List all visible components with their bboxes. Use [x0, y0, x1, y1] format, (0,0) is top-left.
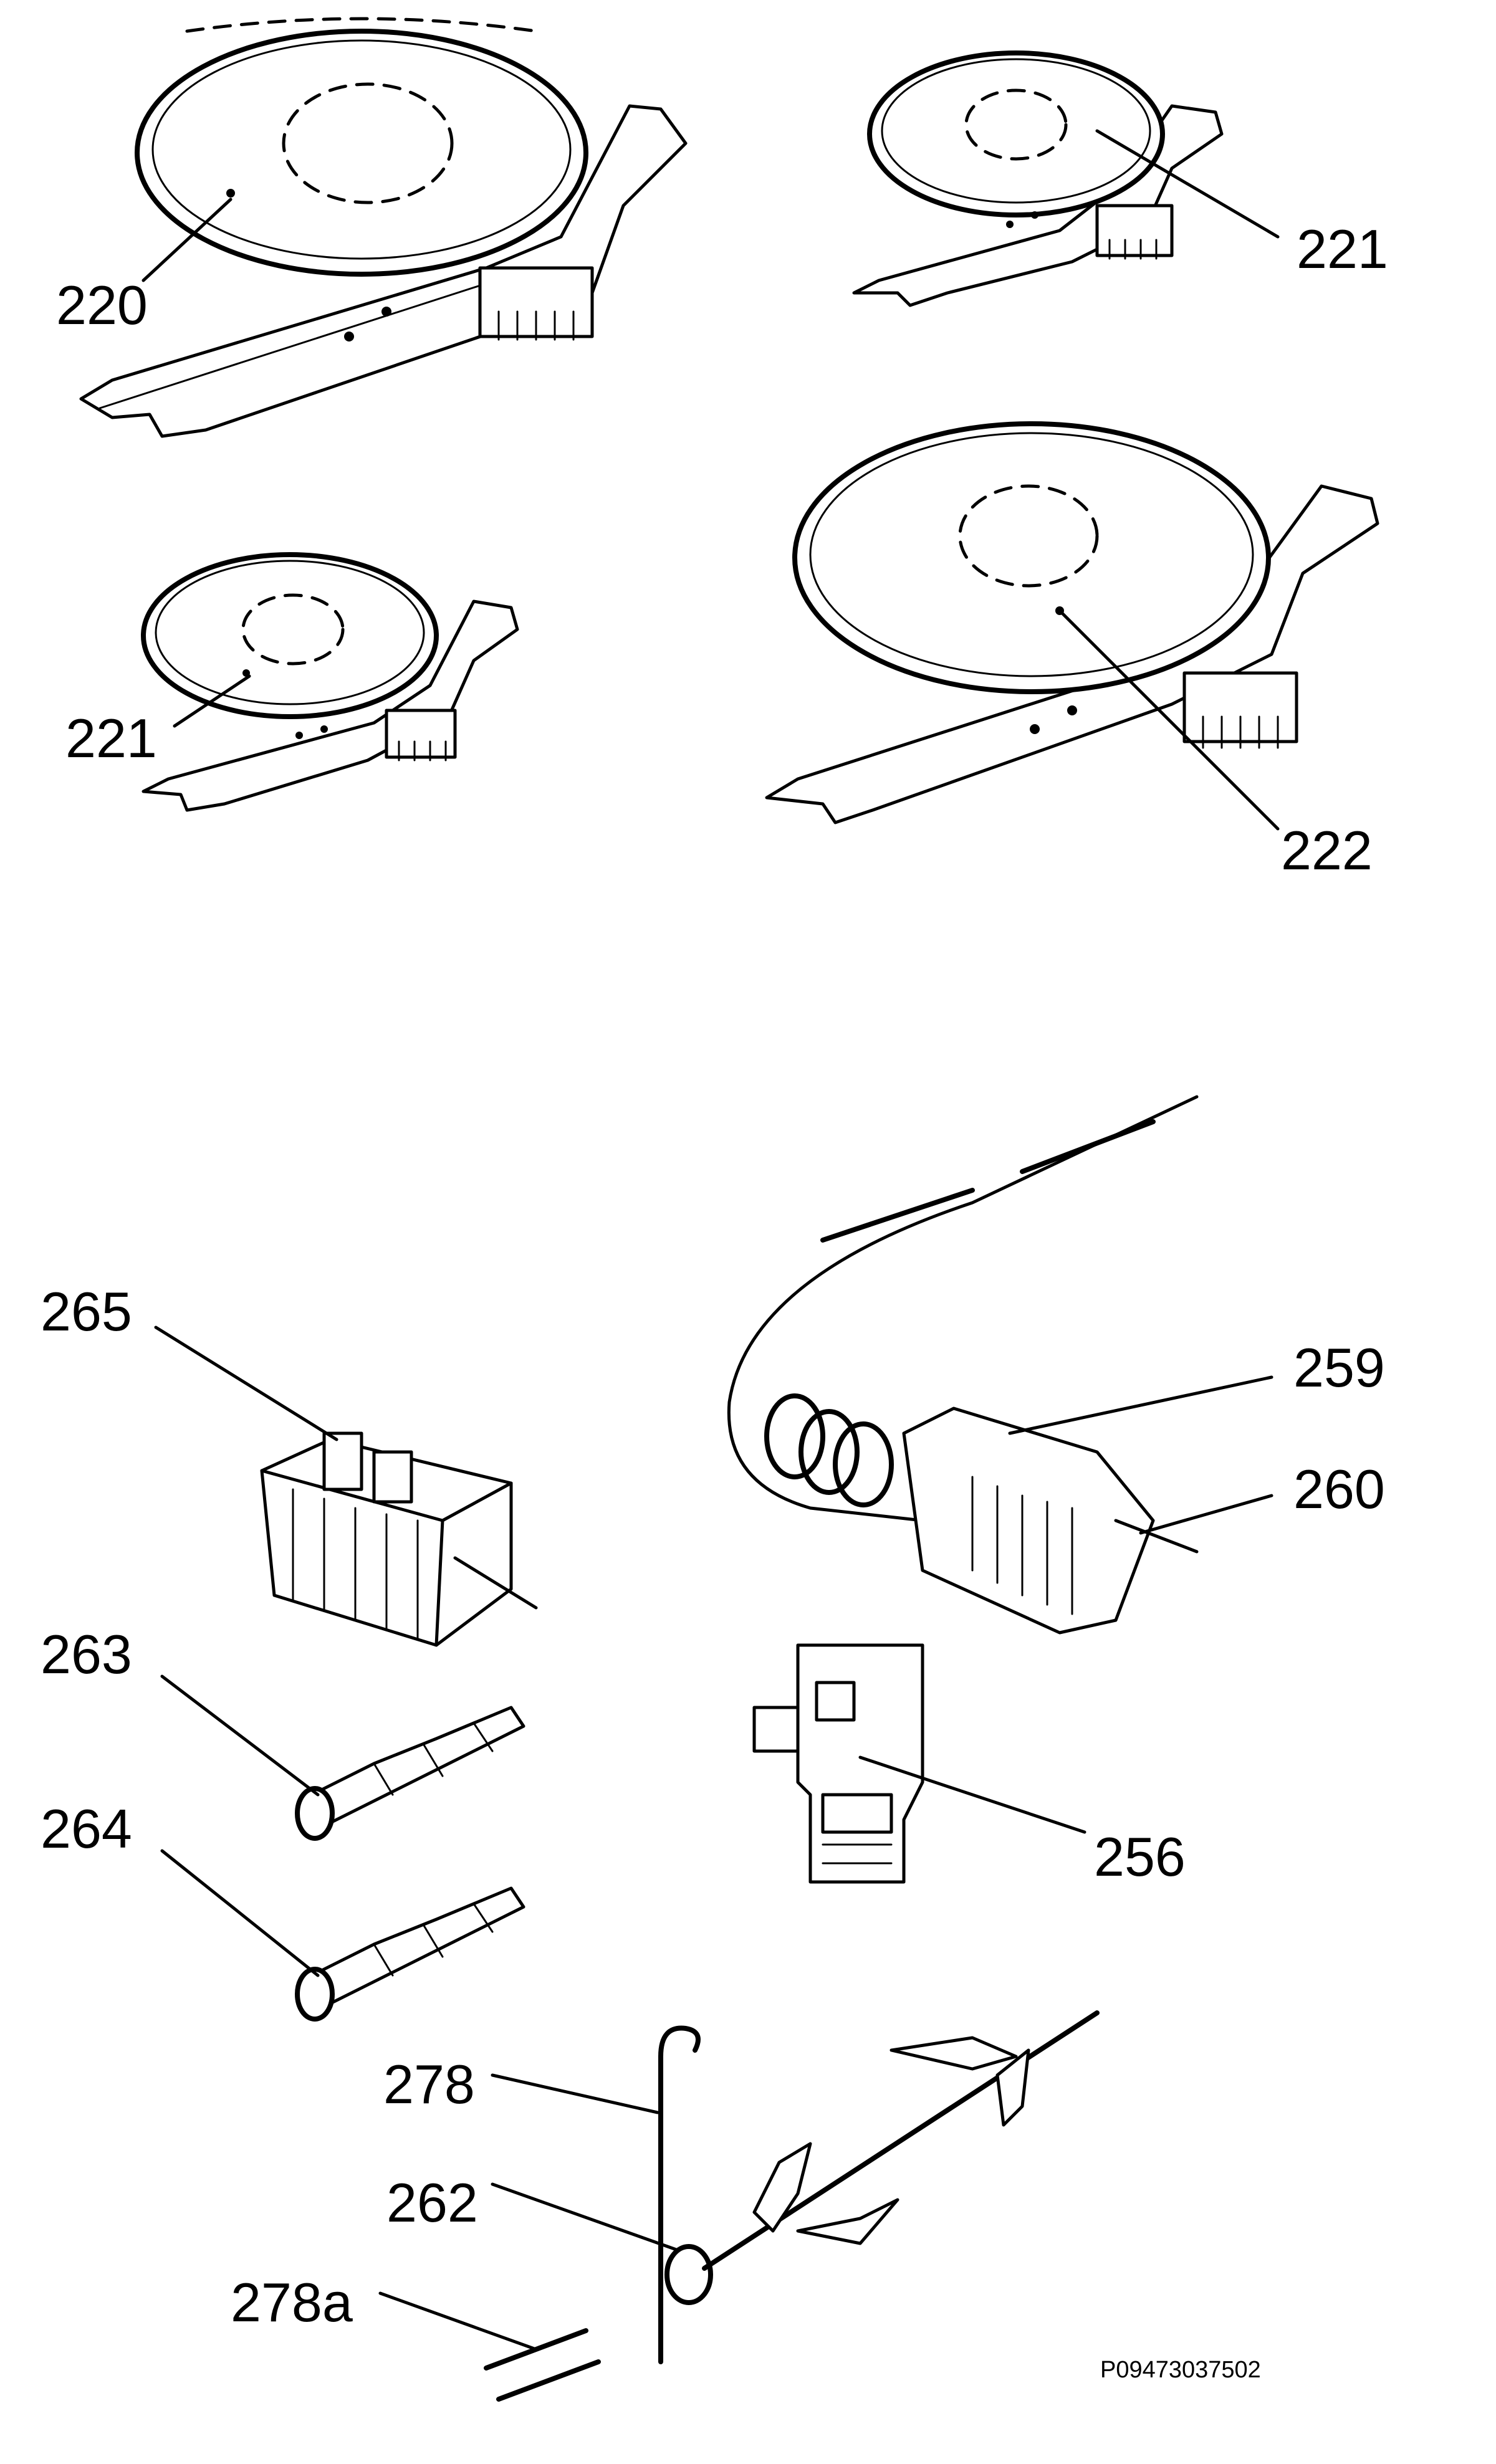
callout-278a: 278a [231, 2271, 353, 2333]
lamp-holder-264 [295, 1886, 525, 2022]
hotplate-221-bottom [141, 552, 519, 812]
hotplate-222 [765, 421, 1379, 824]
hotplate-220 [79, 17, 688, 438]
callout-265: 265 [41, 1281, 132, 1342]
callout-260: 260 [1293, 1458, 1385, 1520]
callout-256: 256 [1094, 1826, 1186, 1888]
drawing-code: P09473037502 [1100, 2357, 1261, 2383]
lamp-holder-263 [295, 1706, 525, 1841]
callout-222: 222 [1281, 819, 1373, 881]
thermostat-259-260 [727, 1095, 1199, 1635]
callout-262: 262 [386, 2172, 478, 2233]
callout-264: 264 [41, 1798, 132, 1860]
callout-221-bottom: 221 [65, 707, 157, 769]
hotplate-221-top [852, 50, 1224, 307]
callout-259: 259 [1293, 1337, 1385, 1398]
callout-221-top: 221 [1297, 218, 1388, 280]
leader-lines [141, 129, 1280, 2351]
callout-278: 278 [383, 2053, 475, 2115]
callout-263: 263 [41, 1623, 132, 1685]
rotisserie-spit-assembly [484, 2010, 1100, 2402]
energy-regulator-265 [260, 1431, 538, 1647]
thermal-fuse-256 [752, 1643, 924, 1884]
callout-220: 220 [56, 274, 148, 336]
